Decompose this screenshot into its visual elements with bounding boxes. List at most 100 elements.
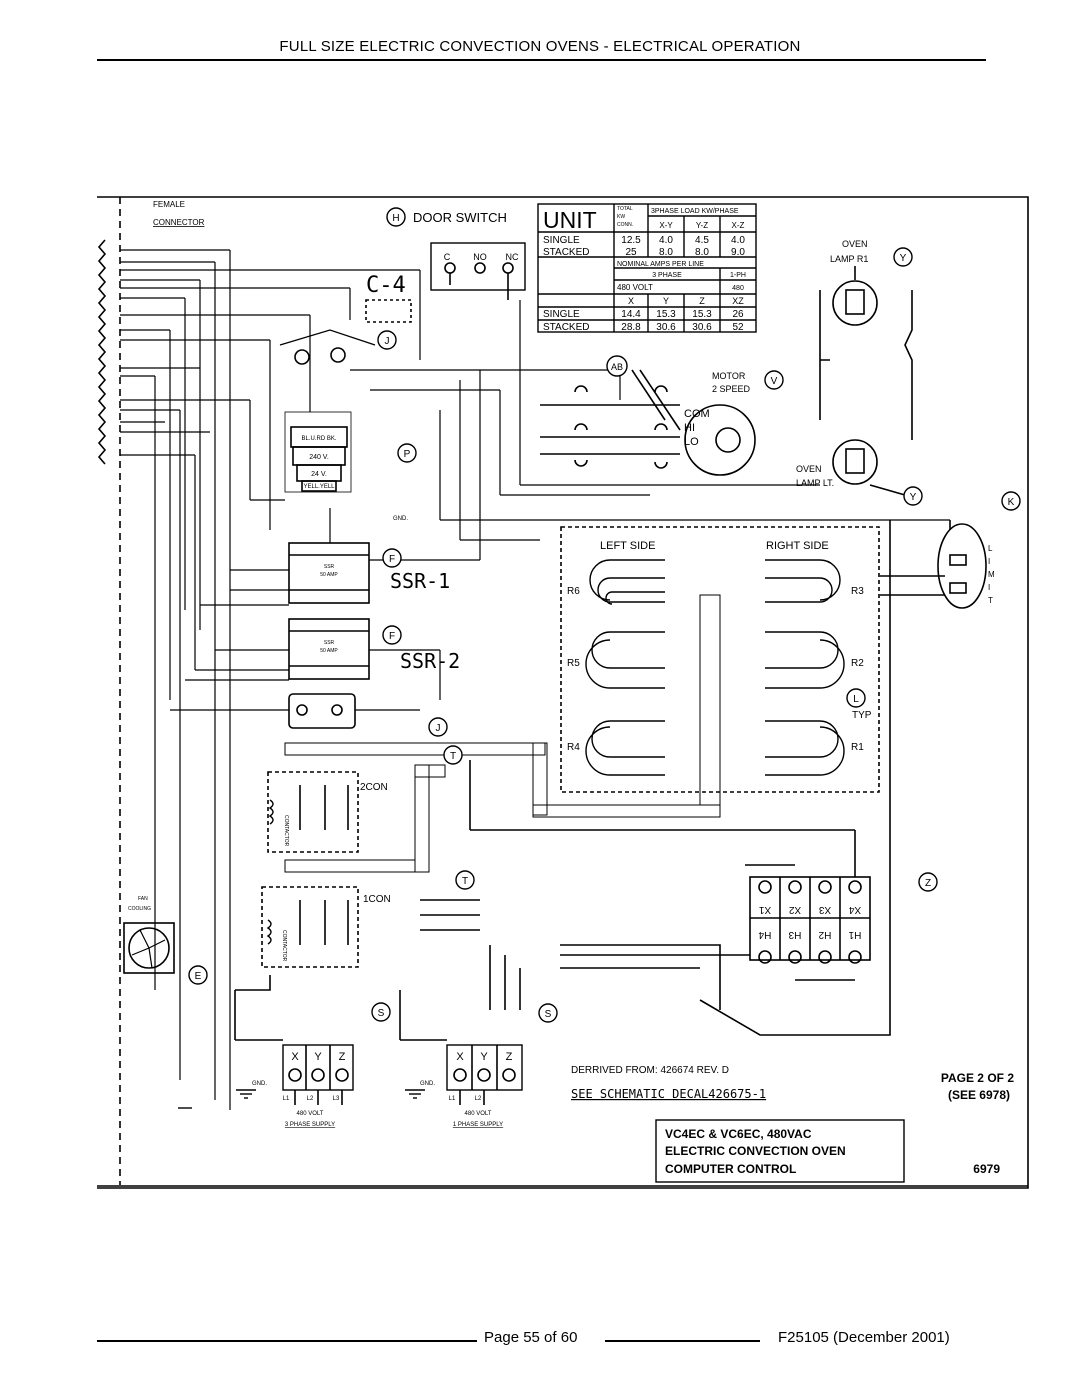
- unit-table-cell: 4.0: [659, 235, 673, 246]
- fan-box: [123, 922, 175, 974]
- limit-thermostat: [937, 523, 987, 609]
- footer-rule: [97, 1340, 477, 1342]
- supply-terminal-label: X: [456, 1051, 464, 1063]
- unit-table-total: CONN.: [617, 222, 633, 228]
- unit-table-total: TOTAL: [617, 206, 633, 212]
- contactor-2con: [267, 771, 359, 853]
- terminal-label: H1: [848, 929, 861, 940]
- terminal-label: X1: [758, 904, 771, 915]
- unit-table-load-header: 3PHASE LOAD KW/PHASE: [651, 208, 739, 215]
- door-switch-label: DOOR SWITCH: [413, 210, 507, 225]
- heater-element-label: R5: [567, 658, 580, 669]
- unit-table-cell: 14.4: [621, 309, 641, 320]
- unit-table-col: X-Z: [732, 221, 745, 230]
- transformer-label: 240 V.: [309, 454, 329, 461]
- supply-terminal-label: X: [291, 1051, 299, 1063]
- supply-3ph-label: 3 PHASE SUPPLY: [285, 1122, 335, 1128]
- terminal-label: H3: [788, 929, 801, 940]
- callout-letter: P: [404, 449, 411, 460]
- unit-table-amps-col: X: [628, 296, 634, 306]
- callout-letters: H J P F F J T T S S E Y Y V AB K L Z: [195, 213, 1015, 1020]
- gnd-label: GND.: [420, 1081, 435, 1087]
- junction-box: [288, 693, 356, 729]
- unit-table-total: KW: [617, 214, 625, 220]
- unit-table-volt1: 480: [732, 285, 744, 292]
- transformer-label: YELL.YELL: [303, 484, 335, 490]
- transformer-label: 24 V.: [311, 471, 327, 478]
- supply-terminal-label: Z: [506, 1051, 513, 1063]
- terminal-label: X4: [848, 904, 861, 915]
- title-block-box: [655, 1119, 905, 1183]
- callout-letter: Y: [910, 492, 917, 503]
- oven-lamp-bottom-label: LAMP LT.: [796, 478, 834, 488]
- unit-table-cell: 25: [625, 247, 637, 258]
- page-number: Page 55 of 60: [484, 1329, 578, 1346]
- ssr1-label: SSR-1: [390, 569, 450, 593]
- supply-1ph-label: 480 VOLT: [465, 1111, 492, 1117]
- unit-table-col: Y-Z: [696, 221, 708, 230]
- heater-bus: [699, 594, 721, 806]
- ssr-body-label: SSR: [324, 640, 335, 646]
- unit-table-volt: 480 VOLT: [617, 283, 653, 292]
- internal-wires: [170, 290, 950, 711]
- heater-element-label: R3: [851, 586, 864, 597]
- contactor-1con: [261, 886, 359, 968]
- door-switch-box: [430, 242, 526, 291]
- derived-from: DERRIVED FROM: 426674 REV. D: [571, 1065, 729, 1076]
- supply-1ph-label: 1 PHASE SUPPLY: [453, 1122, 503, 1128]
- oven-lamp-top-label: OVEN: [842, 239, 868, 249]
- ssr2-box: [288, 618, 370, 680]
- unit-table-row-label: SINGLE: [543, 235, 580, 246]
- motor-label: 2 SPEED: [712, 384, 751, 394]
- c4-connector: [365, 299, 412, 323]
- transformer-label: BL.U.RD BK.: [301, 436, 336, 442]
- unit-table-phase3: 3 PHASE: [652, 272, 682, 279]
- unit-table-cell: 30.6: [692, 322, 712, 333]
- callout-letter: S: [545, 1009, 552, 1020]
- heater-element-label: R1: [851, 742, 864, 753]
- fan-label: COOLING: [128, 906, 151, 912]
- oven-lamp-bottom: [832, 439, 878, 485]
- document-id: F25105 (December 2001): [778, 1329, 950, 1346]
- bus-bars: [284, 742, 721, 873]
- motor-tap: LO: [684, 436, 699, 448]
- motor-body: [684, 404, 756, 476]
- callout-letter: Z: [925, 878, 931, 889]
- connector-label: FEMALE: [153, 200, 185, 209]
- limit-letter: I: [988, 557, 990, 566]
- heater-element-label: R2: [851, 658, 864, 669]
- unit-table-amps-col: Y: [663, 296, 669, 306]
- ssr-body-label: 50 AMP: [320, 648, 338, 654]
- limit-letter: T: [988, 596, 993, 605]
- heater-right-label: RIGHT SIDE: [766, 540, 829, 552]
- callout-letter: Y: [900, 253, 907, 264]
- door-switch-terminal: NO: [473, 252, 487, 262]
- unit-table-row-label: STACKED: [543, 322, 590, 333]
- drawing-number: 6979: [973, 1162, 1000, 1176]
- callout-letter: K: [1008, 497, 1015, 508]
- heater-element-label: R4: [567, 742, 580, 753]
- callout-circles: [188, 207, 1021, 1023]
- contactor-label: 2CON: [360, 782, 388, 793]
- diagram-frame: [97, 196, 1029, 1189]
- line-label: L2: [475, 1096, 482, 1102]
- terminal-label: H4: [758, 929, 771, 940]
- limit-letter: M: [988, 570, 995, 579]
- unit-table-cell: 52: [732, 322, 744, 333]
- ssr2-label: SSR-2: [400, 649, 460, 673]
- unit-table-cell: 15.3: [692, 309, 712, 320]
- terminal-label: H2: [818, 929, 831, 940]
- title-block-line: COMPUTER CONTROL: [665, 1162, 796, 1176]
- motor-label: MOTOR: [712, 371, 746, 381]
- unit-table-amps-col: Z: [699, 296, 705, 306]
- supply-terminal-label: Z: [339, 1051, 346, 1063]
- see-schematic: SEE SCHEMATIC DECAL426675-1: [571, 1087, 766, 1101]
- contactor-label: 1CON: [363, 894, 391, 905]
- unit-table-grid: [537, 203, 757, 333]
- connector-label: CONNECTOR: [153, 218, 205, 227]
- unit-table-cell: 4.5: [695, 235, 709, 246]
- oven-lamp-top-label: LAMP R1: [830, 254, 868, 264]
- unit-table-cell: 9.0: [731, 247, 745, 258]
- ssr-body-label: SSR: [324, 564, 335, 570]
- unit-table-row-label: SINGLE: [543, 309, 580, 320]
